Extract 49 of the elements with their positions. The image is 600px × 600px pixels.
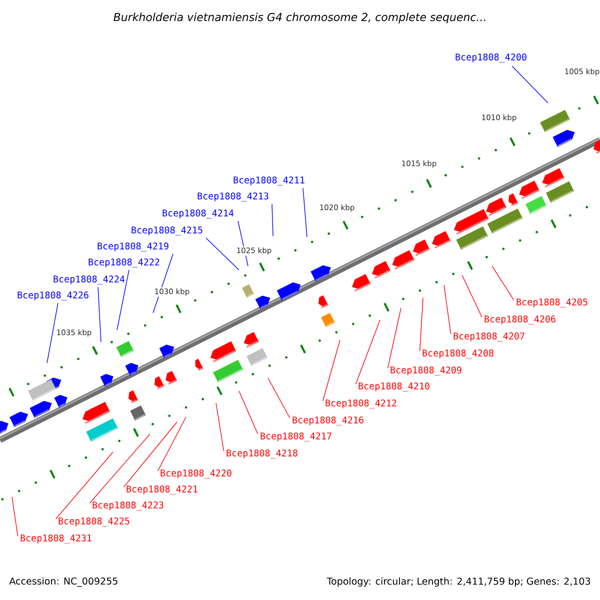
title: Burkholderia vietnamiensis G4 chromosome 2, complete sequenc... [114,12,486,24]
leader-line [123,422,178,488]
gene-label: Bcep1808_4216 [292,416,364,426]
gene-label: Bcep1808_4213 [198,192,268,202]
footer-text: Topology: circular; Length: 2,411,759 bp; Genes: 2,103 [326,577,590,587]
gene-label: Bcep1808_4225 [58,518,130,526]
leader-line [98,286,102,342]
leader-line [116,270,130,330]
gene-label: Bcep1808_4214 [162,210,234,218]
leader-line [387,308,402,368]
leader-line [462,274,482,318]
gene-label: Bcep1808_4226 [18,292,88,300]
gene-label: Bcep1808_4224 [54,276,125,284]
leader-line [444,284,452,334]
gene-label: Bcep1808_4218 [226,450,298,458]
gene-label: Bcep1808_4217 [260,432,332,442]
leader-line [238,390,258,434]
gene-label: Bcep1808_4207 [454,332,524,342]
leader-line [512,66,548,104]
gene-label: Bcep1808_4220 [160,470,232,478]
gene-label: Bcep1808_4205 [516,298,588,308]
leader-line [206,238,240,270]
leader-line [322,340,340,402]
leader-line [12,496,18,536]
leader-line [89,434,150,504]
gene-label: Bcep1808_4222 [88,258,160,268]
leader-line [302,188,308,238]
gene-label: Bcep1808_4208 [422,350,494,358]
leader-line [492,266,514,300]
footer-text: Accession: NC_009255 [9,577,118,587]
leader-line [272,204,274,236]
leader-line [55,452,114,520]
gene-label: Bcep1808_4209 [390,366,462,376]
gene-label: Bcep1808_4206 [484,316,556,324]
leader-line [268,378,290,418]
gene-label: Bcep1808_4211 [234,176,304,186]
gene-label: Bcep1808_4221 [126,486,198,494]
gene-label: Bcep1808_4200 [456,54,526,62]
gene-label: Bcep1808_4231 [20,534,92,544]
gene-label: Bcep1808_4219 [98,242,168,252]
leader-line [355,320,380,384]
leader-line [419,298,424,352]
gene-label: Bcep1808_4223 [92,502,164,510]
leader-line [157,416,186,472]
gene-label: Bcep1808_4210 [358,382,430,392]
gene-label: Bcep1808_4212 [326,400,396,408]
leader-line [46,302,58,364]
leader-line [216,402,224,452]
gene-label: Bcep1808_4215 [132,226,202,236]
